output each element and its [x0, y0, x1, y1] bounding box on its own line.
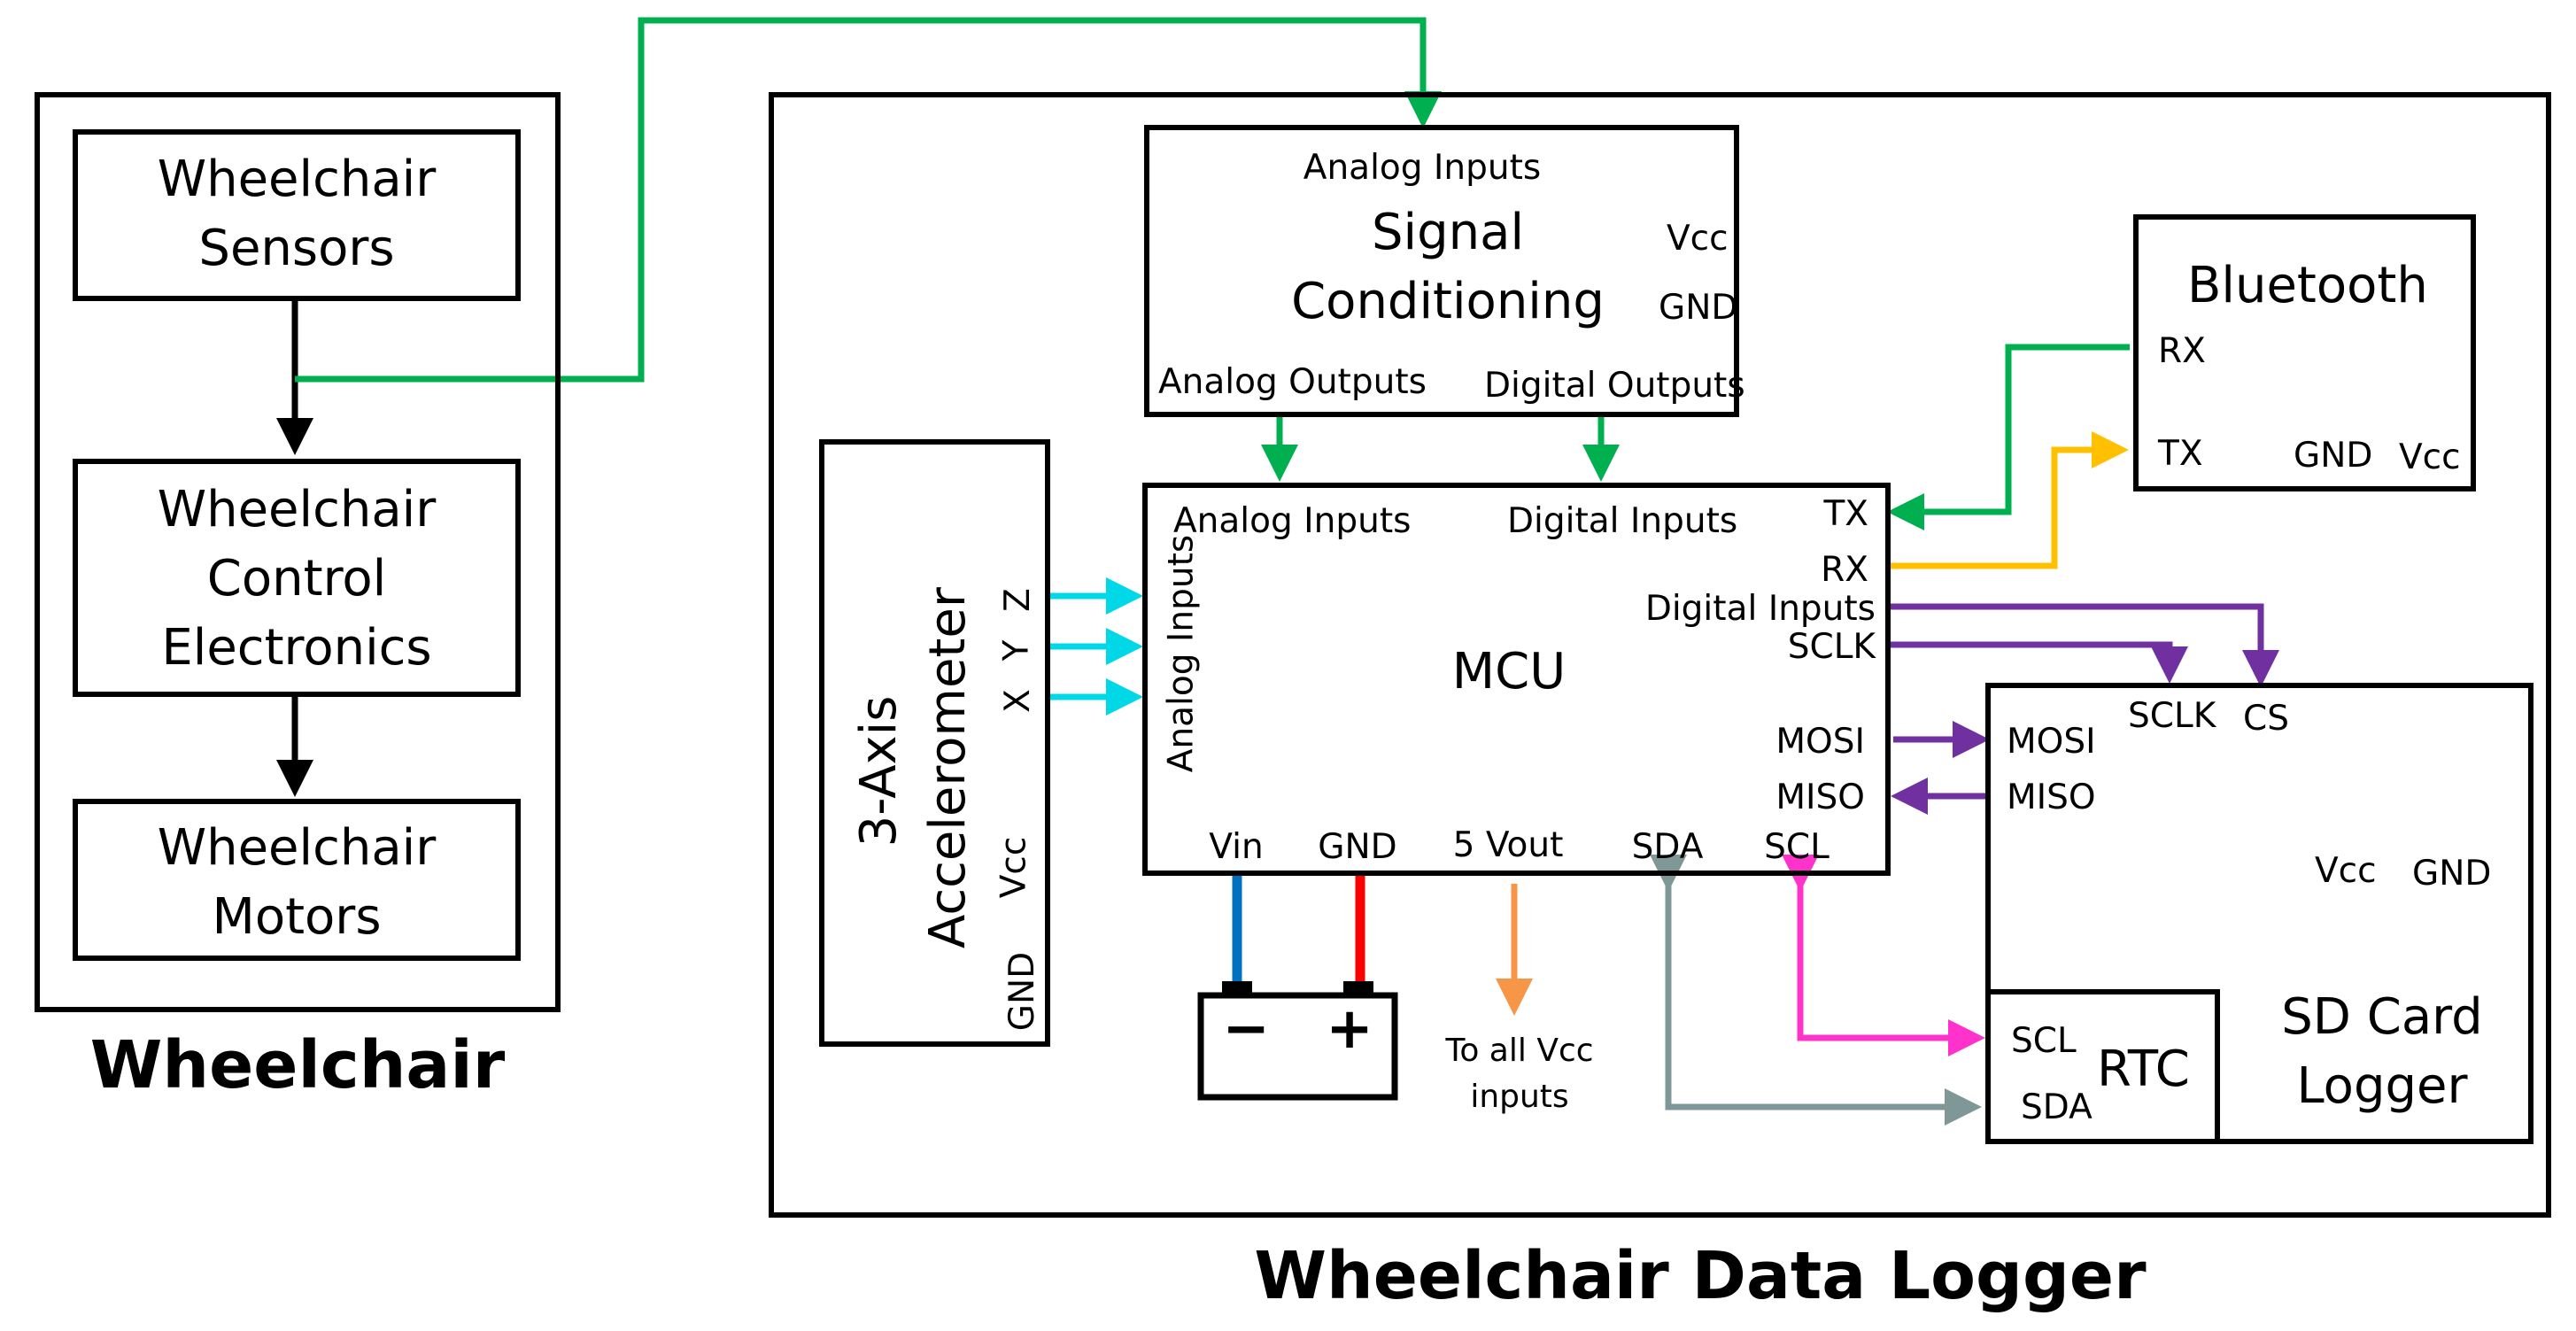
accelerometer-title: 3-Axis Accelerometer	[850, 587, 977, 948]
mcu-miso-label: MISO	[1775, 778, 1865, 817]
mcu-sclk-label: SCLK	[1787, 627, 1876, 667]
mcu-vin-label: Vin	[1209, 827, 1264, 867]
data-logger-container	[769, 92, 2551, 1218]
rtc-sda-label: SDA	[2021, 1087, 2093, 1127]
sd-card-title: SD Card Logger	[2281, 988, 2483, 1115]
sd-card-box	[1985, 683, 2533, 1144]
sda-wire	[1650, 855, 1982, 1126]
rtc-box	[1985, 989, 2220, 1144]
data-logger-title: Wheelchair Data Logger	[1254, 1238, 2147, 1314]
bluetooth-rx-label: RX	[2158, 331, 2206, 371]
mcu-rx-to-bluetooth-tx-wire	[1890, 431, 2129, 569]
mcu-gnd-label: GND	[1318, 827, 1397, 867]
wheelchair-motors-label: Wheelchair Motors	[157, 819, 437, 946]
wheelchair-motors-box	[73, 799, 521, 961]
accelerometer-box	[819, 439, 1050, 1047]
signal-vcc-label: Vcc	[1667, 219, 1729, 259]
sd-miso-label: MISO	[2007, 778, 2096, 817]
mcu-box	[1142, 483, 1891, 876]
accel-gnd-label: GND	[1002, 951, 1043, 1032]
bluetooth-tx-label: TX	[2158, 434, 2203, 474]
bluetooth-gnd-label: GND	[2294, 436, 2373, 476]
bluetooth-box	[2133, 214, 2476, 491]
battery-terminal-minus	[1222, 981, 1252, 997]
mcu-analog-inputs-top-label: Analog Inputs	[1173, 501, 1412, 541]
wheelchair-container	[35, 92, 561, 1012]
sd-vcc-label: Vcc	[2315, 851, 2377, 891]
signal-conditioning-box	[1144, 125, 1739, 417]
sd-gnd-label: GND	[2412, 854, 2492, 894]
bluetooth-title: Bluetooth	[2187, 257, 2428, 314]
signal-conditioning-title: Signal Conditioning	[1291, 204, 1605, 330]
accel-vcc-label: Vcc	[994, 836, 1034, 899]
wheelchair-title: Wheelchair	[89, 1027, 506, 1103]
sd-sclk-label: SCLK	[2128, 696, 2216, 736]
battery-terminal-plus	[1343, 981, 1373, 997]
wheelchair-control-box	[73, 459, 521, 697]
mcu-sda-label: SDA	[1631, 827, 1704, 867]
battery-minus-sign: −	[1222, 996, 1270, 1062]
mcu-analog-inputs-side-label: Analog Inputs	[1161, 534, 1202, 773]
accel-z-label: Z	[997, 588, 1038, 612]
signal-analog-inputs-label: Analog Inputs	[1303, 148, 1542, 188]
signal-gnd-label: GND	[1659, 288, 1738, 328]
wheelchair-control-label: Wheelchair Control Electronics	[157, 481, 437, 677]
mcu-digital-to-sd-cs-wire	[1890, 603, 2279, 687]
sensor-to-signal-conditioning-wire	[295, 17, 1442, 383]
scl-wire	[1782, 855, 1985, 1056]
bluetooth-vcc-label: Vcc	[2399, 437, 2461, 477]
mcu-rx-label: RX	[1821, 550, 1868, 590]
rtc-title: RTC	[2097, 1041, 2190, 1098]
rtc-scl-label: SCL	[2011, 1021, 2077, 1061]
wheelchair-sensors-box	[73, 129, 521, 301]
mcu-digital-inputs-right-label: Digital Inputs	[1644, 589, 1876, 629]
battery-plus-sign: +	[1326, 996, 1373, 1062]
accel-x-label: X	[997, 689, 1038, 713]
wheelchair-sensors-label: Wheelchair Sensors	[157, 151, 437, 277]
mcu-vout-label: 5 Vout	[1452, 825, 1564, 865]
mcu-scl-label: SCL	[1764, 827, 1830, 867]
mcu-mosi-label: MOSI	[1775, 722, 1865, 762]
mcu-digital-inputs-top-label: Digital Inputs	[1507, 501, 1738, 541]
bluetooth-rx-to-mcu-tx-wire	[1887, 344, 2130, 530]
battery	[1197, 992, 1398, 1101]
mcu-tx-label: TX	[1823, 494, 1868, 534]
signal-digital-outputs-label: Digital Outputs	[1484, 366, 1745, 406]
accel-y-label: Y	[996, 639, 1037, 662]
vcc-note: To all Vcc inputs	[1445, 1033, 1594, 1115]
mcu-title: MCU	[1451, 643, 1566, 700]
sd-cs-label: CS	[2243, 699, 2289, 739]
mcu-sclk-to-sd-sclk-wire	[1890, 641, 2188, 684]
sd-mosi-label: MOSI	[2007, 722, 2096, 762]
signal-analog-outputs-label: Analog Outputs	[1158, 362, 1427, 402]
